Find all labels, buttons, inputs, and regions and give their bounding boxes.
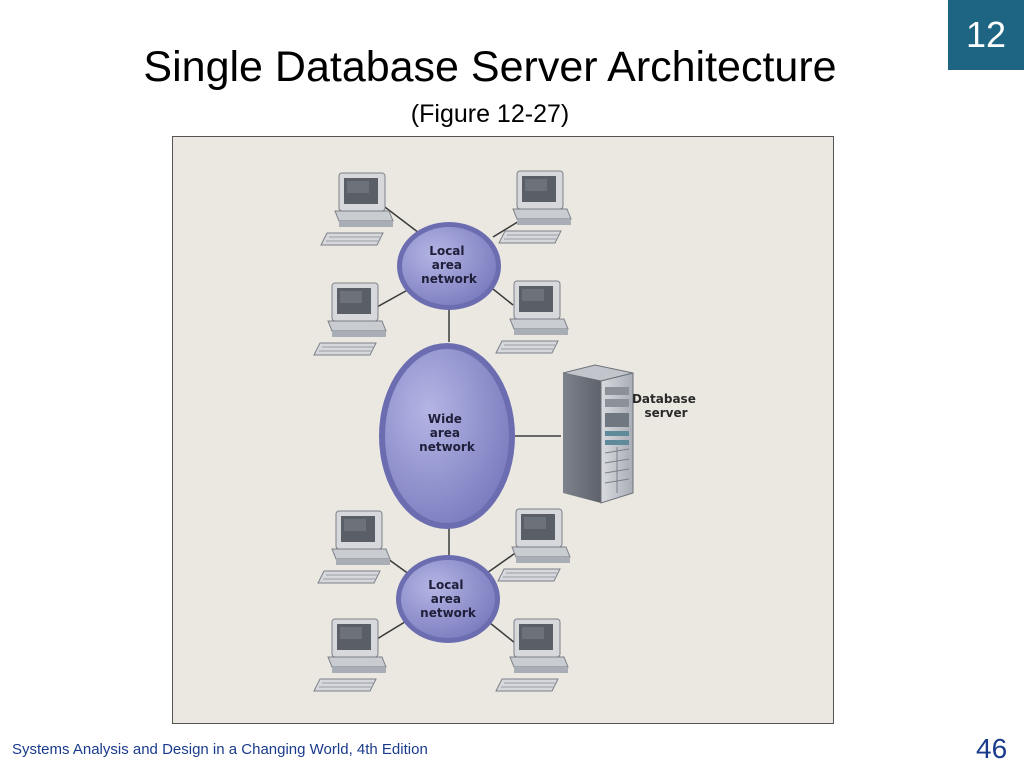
slide-title: Single Database Server Architecture: [143, 43, 837, 91]
workstation-icon: [317, 510, 391, 584]
local-area-network-top: Local area network: [397, 222, 501, 310]
lan-bottom-line-3: network: [420, 606, 477, 620]
workstation-icon: [498, 170, 572, 244]
server-label-line-1: Database: [632, 392, 696, 406]
architecture-diagram: Local area network Wide area network Loc…: [313, 170, 700, 692]
svg-text:Local area net: Local area network: [421, 244, 478, 286]
wide-area-network: Wide area network: [379, 343, 515, 529]
server-label-line-2: server: [644, 406, 687, 420]
footer-text: Systems Analysis and Design in a Changin…: [12, 741, 428, 758]
workstation-icon: [495, 618, 569, 692]
workstation-icon: [313, 618, 387, 692]
lan-top-line-2: area: [432, 258, 462, 272]
page-number: 46: [976, 733, 1008, 764]
server-tower-icon: [562, 364, 634, 504]
chapter-badge: 12: [948, 0, 1024, 70]
workstation-icon: [313, 282, 387, 356]
lan-top-line-1: Local: [429, 244, 464, 258]
local-area-network-bottom: Local area network: [396, 555, 500, 643]
slide-subtitle: (Figure 12-27): [410, 100, 570, 128]
workstation-icon: [495, 280, 569, 354]
server-label: Database server: [632, 392, 700, 420]
wan-line-1: Wide: [428, 412, 462, 426]
wan-line-2: area: [430, 426, 460, 440]
workstation-icon: [320, 172, 394, 246]
lan-bottom-line-2: area: [431, 592, 461, 606]
architecture-figure: Local area network Wide area network Loc…: [172, 136, 834, 724]
svg-text:Local area net: Local area network: [420, 578, 477, 620]
workstation-icon: [497, 508, 571, 582]
wan-line-3: network: [419, 440, 476, 454]
svg-text:Wide area netw: Wide area network: [419, 412, 476, 454]
lan-bottom-line-1: Local: [428, 578, 463, 592]
lan-top-line-3: network: [421, 272, 478, 286]
